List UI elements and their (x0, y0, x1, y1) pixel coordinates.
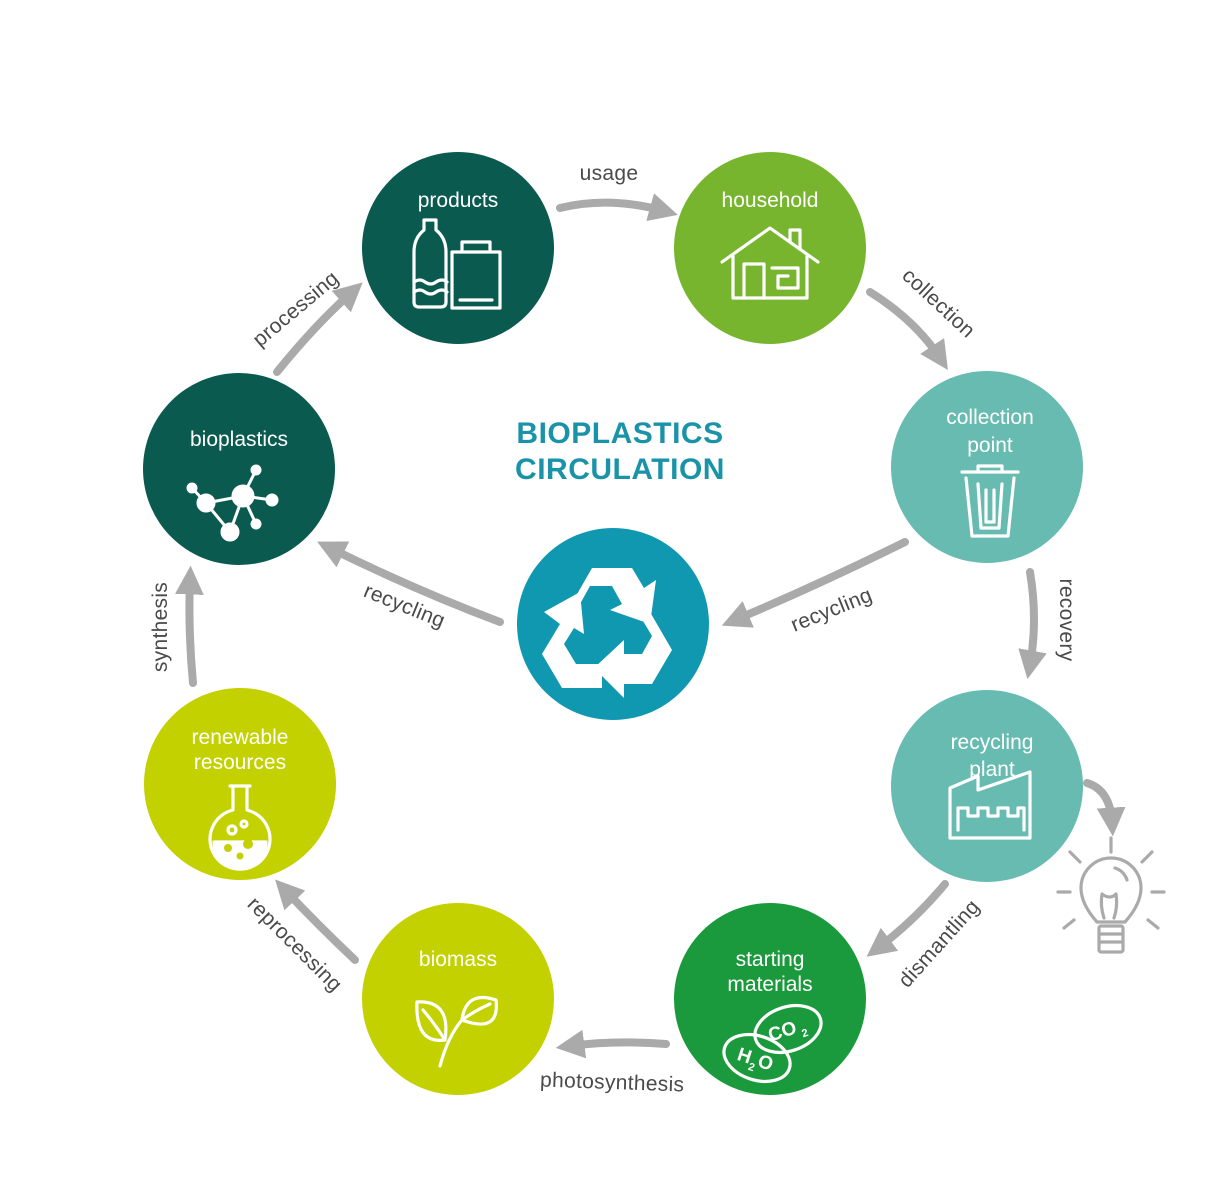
renewable-resources-circle (144, 688, 336, 880)
processing-arrow (273, 282, 363, 376)
node-center-recycle (517, 528, 709, 720)
recycling-left-label: recycling (360, 579, 448, 632)
recycling-right-arrow (721, 538, 909, 628)
node-biomass: biomass (362, 903, 554, 1095)
collection-point-label-1: collection (946, 406, 1034, 429)
collection-point-label-2: point (967, 434, 1013, 457)
h2o-o-text: O (755, 1051, 776, 1076)
biomass-circle (362, 903, 554, 1095)
flask-icon (208, 784, 272, 871)
renewable-resources-label-1: renewable (192, 726, 289, 749)
products-label: products (418, 189, 499, 212)
node-products: products (362, 152, 554, 344)
flow-arrows (175, 193, 1126, 1059)
node-starting-materials: starting materials CO 2 H 2 O (674, 903, 866, 1095)
photosynthesis-arrow (555, 1029, 670, 1059)
diagram-title: BIOPLASTICS CIRCULATION (515, 417, 725, 486)
household-label: household (722, 189, 819, 212)
dismantling-arrow (866, 880, 949, 957)
factory-icon (948, 770, 1032, 840)
co2-subscript: 2 (800, 1027, 810, 1040)
bioplastics-label: bioplastics (190, 428, 288, 451)
recycling-plant-label-2: plant (969, 758, 1015, 781)
light-bulb-icon (1056, 836, 1166, 954)
synthesis-label: synthesis (149, 582, 172, 672)
leaves-icon (415, 995, 498, 1068)
energy-arrow (1083, 779, 1126, 837)
house-icon (720, 226, 820, 300)
recovery-arrow (1018, 568, 1047, 680)
center-recycle-circle (517, 528, 709, 720)
title-line-1: BIOPLASTICS (516, 417, 723, 450)
recovery-label: recovery (1055, 579, 1078, 662)
reprocessing-arrow (275, 879, 359, 964)
node-bioplastics: bioplastics (143, 373, 335, 565)
collection-label: collection (897, 264, 979, 343)
title-line-2: CIRCULATION (515, 453, 725, 486)
reprocessing-label: reprocessing (243, 892, 347, 996)
trash-bin-icon (960, 464, 1020, 538)
node-household: household (674, 152, 866, 344)
renewable-resources-label-2: resources (194, 751, 286, 774)
recycle-icon (542, 568, 672, 698)
molecule-icon (186, 464, 279, 542)
h2o-subscript: 2 (747, 1061, 757, 1074)
products-circle (362, 152, 554, 344)
node-recycling-plant: recycling plant (891, 690, 1083, 882)
recycling-left-arrow (317, 541, 504, 626)
starting-materials-label-2: materials (727, 973, 812, 996)
bottle-bag-icon (412, 218, 502, 310)
collection-arrow (866, 288, 948, 371)
dismantling-label: dismantling (894, 895, 984, 992)
usage-label: usage (580, 162, 639, 185)
recycling-plant-label-1: recycling (951, 731, 1034, 754)
starting-materials-circle (674, 903, 866, 1095)
node-renewable-resources: renewable resources (144, 688, 336, 880)
node-collection-point: collection point (891, 371, 1083, 563)
usage-arrow (556, 193, 678, 222)
bioplastics-circle (143, 373, 335, 565)
photosynthesis-label: photosynthesis (540, 1068, 685, 1096)
biomass-label: biomass (419, 948, 497, 971)
h2o-h-text: H (735, 1044, 755, 1068)
synthesis-arrow (175, 565, 204, 687)
starting-materials-label-1: starting (736, 948, 805, 971)
household-circle (674, 152, 866, 344)
